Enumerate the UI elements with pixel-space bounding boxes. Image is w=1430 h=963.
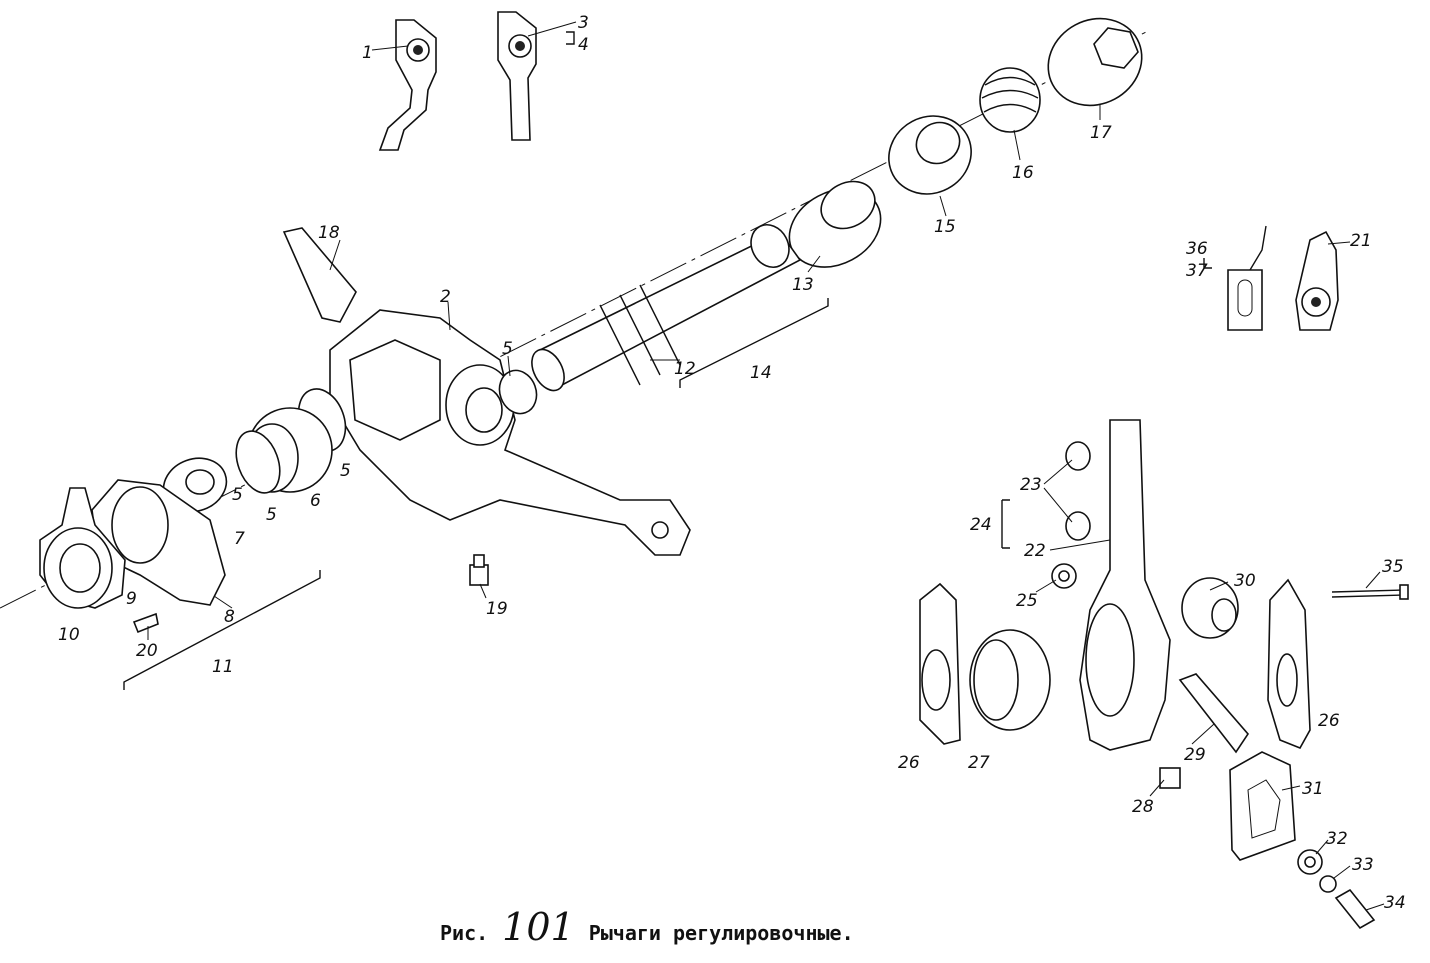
lever-arm-22 xyxy=(1079,419,1171,751)
worm-shaft-12 xyxy=(531,224,802,392)
screw-20 xyxy=(132,612,159,634)
label-9: 9 xyxy=(126,589,137,609)
label-7: 7 xyxy=(234,529,245,549)
bracket-3-4 xyxy=(566,31,575,45)
label-23: 23 xyxy=(1020,475,1042,495)
label-20: 20 xyxy=(136,641,158,661)
bracket-24 xyxy=(1001,499,1010,549)
label-14: 14 xyxy=(750,363,772,383)
lever-view-c xyxy=(1227,225,1267,331)
label-16: 16 xyxy=(1012,163,1034,183)
label-29: 29 xyxy=(1184,745,1206,765)
label-30: 30 xyxy=(1234,571,1256,591)
label-19: 19 xyxy=(486,599,508,619)
label-33: 33 xyxy=(1352,855,1374,875)
label-32: 32 xyxy=(1326,829,1348,849)
label-5-c: 5 xyxy=(266,505,277,525)
bushing-13 xyxy=(788,180,882,268)
label-26-a: 26 xyxy=(898,753,920,773)
bushing-23a xyxy=(1065,441,1091,471)
cage-27 xyxy=(969,629,1051,731)
worm-30 xyxy=(1181,577,1239,639)
screw-19 xyxy=(469,554,489,586)
ring-5c xyxy=(235,430,281,494)
label-37: 37 xyxy=(1186,261,1208,281)
figure-caption: Рис. 101 Рычаги регулировочные. xyxy=(440,905,854,951)
bushing-25 xyxy=(1051,563,1077,589)
label-17: 17 xyxy=(1090,123,1112,143)
label-18: 18 xyxy=(318,223,340,243)
part-labels: 1 2 3 4 5 5 5 5 6 7 8 9 10 11 12 13 14 1… xyxy=(58,13,1406,913)
bracket-11 xyxy=(123,570,321,690)
bolt-34 xyxy=(1334,888,1376,930)
nut-32 xyxy=(1297,849,1323,875)
label-28: 28 xyxy=(1132,797,1154,817)
label-36: 36 xyxy=(1186,239,1208,259)
ring-5a xyxy=(498,369,538,415)
plate-26a xyxy=(919,582,961,745)
fitting-28 xyxy=(1159,767,1181,789)
gear-15 xyxy=(888,115,972,195)
label-25: 25 xyxy=(1016,591,1038,611)
plate-10 xyxy=(39,487,126,609)
pawl-18 xyxy=(282,227,357,323)
label-11: 11 xyxy=(212,657,234,677)
label-5-b: 5 xyxy=(340,461,351,481)
label-8: 8 xyxy=(224,607,235,627)
label-21: 21 xyxy=(1350,231,1372,251)
label-12: 12 xyxy=(674,359,696,379)
bracket-36-37 xyxy=(1203,258,1212,269)
label-34: 34 xyxy=(1384,893,1406,913)
label-13: 13 xyxy=(792,275,814,295)
label-26-b: 26 xyxy=(1318,711,1340,731)
label-5-d: 5 xyxy=(232,485,243,505)
bracket-14 xyxy=(679,298,829,388)
label-4: 4 xyxy=(578,35,589,55)
leader-lines xyxy=(147,21,1385,911)
label-35: 35 xyxy=(1382,557,1404,577)
label-22: 22 xyxy=(1024,541,1046,561)
washer-33 xyxy=(1319,875,1337,893)
housing-2 xyxy=(329,309,691,556)
pin-35 xyxy=(1331,584,1409,600)
caption-title: Рычаги регулировочные. xyxy=(588,921,854,945)
axle-29 xyxy=(1178,673,1250,754)
label-24: 24 xyxy=(970,515,992,535)
label-27: 27 xyxy=(968,753,990,773)
lever-view-d xyxy=(1295,230,1339,331)
cover-31 xyxy=(1229,751,1296,861)
label-6: 6 xyxy=(310,491,321,511)
plate-26b xyxy=(1267,578,1311,750)
label-3: 3 xyxy=(578,13,589,33)
label-1: 1 xyxy=(362,43,373,63)
lever-view-b xyxy=(497,11,537,141)
cap-17 xyxy=(1047,17,1143,107)
label-5-a: 5 xyxy=(502,339,513,359)
bushing-23b xyxy=(1065,511,1091,541)
caption-number: 101 xyxy=(502,905,575,949)
label-15: 15 xyxy=(934,217,956,237)
lever-view-a xyxy=(378,19,437,151)
label-10: 10 xyxy=(58,625,80,645)
spring-16 xyxy=(979,67,1041,133)
caption-prefix: Рис. xyxy=(440,921,489,945)
label-2: 2 xyxy=(440,287,451,307)
label-31: 31 xyxy=(1302,779,1324,799)
cover-8 xyxy=(91,479,226,606)
